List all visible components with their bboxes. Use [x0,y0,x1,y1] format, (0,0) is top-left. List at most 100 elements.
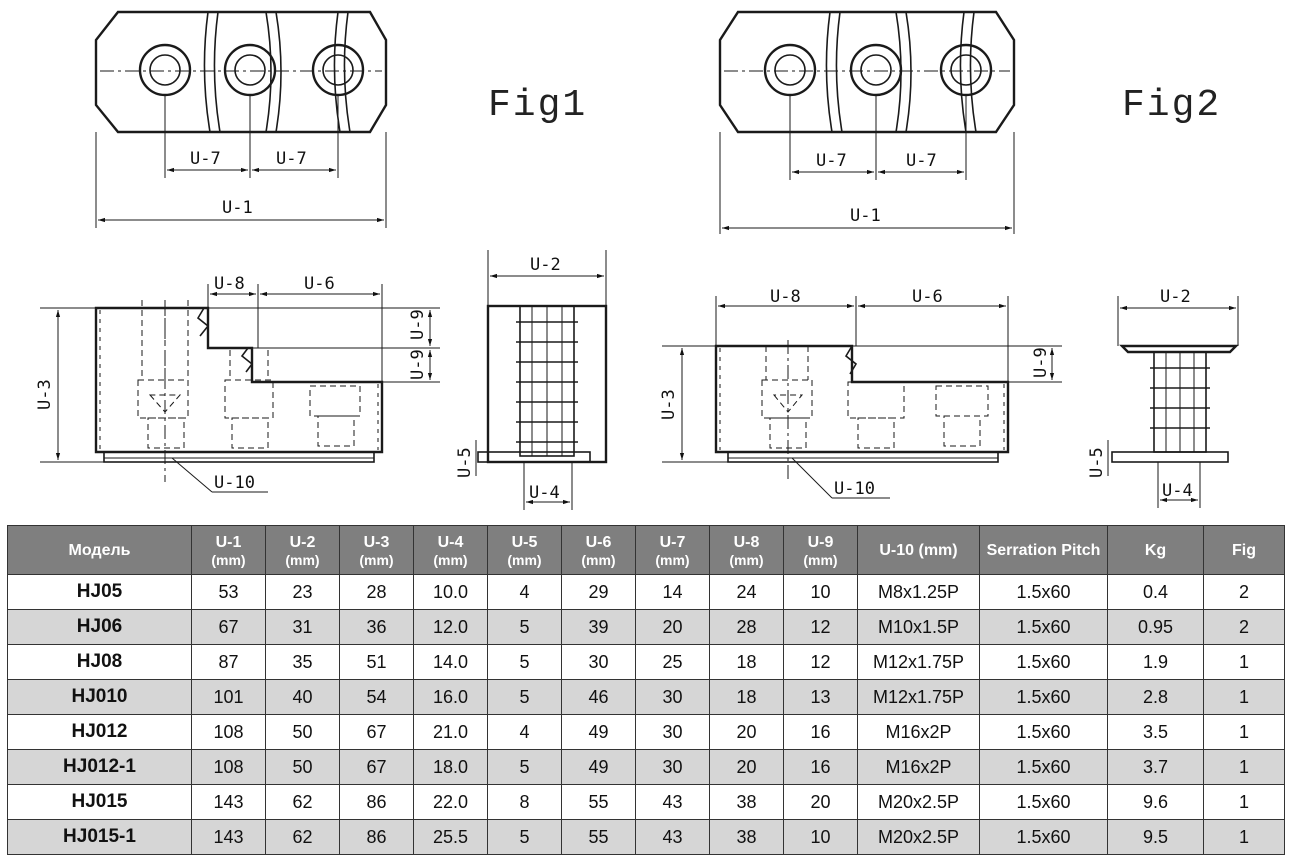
table-cell: 1 [1203,644,1285,680]
table-cell: M16x2P [857,749,980,785]
column-header: U-7(mm) [635,525,710,575]
dim-u10-fig2: U-10 [834,479,875,499]
table-cell: 35 [265,644,340,680]
table-cell: M20x2.5P [857,819,980,855]
table-cell: 101 [191,679,266,715]
dim-u7-left-fig2: U-7 [816,151,847,171]
table-cell: 40 [265,679,340,715]
table-cell: 10 [783,574,858,610]
column-header: U-4(mm) [413,525,488,575]
model-cell: HJ015 [7,784,192,820]
table-cell: 67 [339,714,414,750]
table-cell: 16.0 [413,679,488,715]
table-cell: 39 [561,609,636,645]
table-cell: 12.0 [413,609,488,645]
dim-u6: U-6 [304,274,335,294]
table-cell: 1.5x60 [979,609,1108,645]
table-cell: 38 [709,784,784,820]
table-cell: 3.5 [1107,714,1204,750]
dim-u1: U-1 [222,198,253,218]
table-cell: 5 [487,819,562,855]
table-cell: M16x2P [857,714,980,750]
table-cell: 16 [783,749,858,785]
dim-u10: U-10 [214,473,255,493]
table-cell: 143 [191,819,266,855]
table-cell: 1 [1203,714,1285,750]
column-header: U-5(mm) [487,525,562,575]
table-cell: 18.0 [413,749,488,785]
dim-u5-fig2: U-5 [1087,447,1107,478]
table-cell: 25 [635,644,710,680]
model-cell: HJ05 [7,574,192,610]
table-cell: 18 [709,679,784,715]
table-cell: 25.5 [413,819,488,855]
column-header-label: U-1 [215,533,242,551]
table-cell: 4 [487,574,562,610]
column-header-unit: (mm) [359,551,394,568]
dim-u8: U-8 [214,274,245,294]
fig2-top-view: U-7 U-7 U-1 [718,10,1016,234]
table-cell: 8 [487,784,562,820]
column-header: U-10 (mm) [857,525,980,575]
table-cell: 1 [1203,819,1285,855]
fig1-side-view: U-2 U-4 U-5 [455,250,608,510]
table-cell: 12 [783,609,858,645]
fig1-top-view: U-7 U-7 U-1 [94,10,388,228]
table-cell: 24 [709,574,784,610]
column-header: U-8(mm) [709,525,784,575]
column-header-label: Serration Pitch [986,541,1101,559]
table-cell: M12x1.75P [857,679,980,715]
table-cell: 31 [265,609,340,645]
table-cell: 62 [265,819,340,855]
column-header-label: U-3 [363,533,390,551]
table-cell: 30 [635,749,710,785]
column-header: U-6(mm) [561,525,636,575]
table-cell: 108 [191,714,266,750]
fig1-front-view: U-3 U-8 U-6 U-9 U-9 U-10 [35,274,440,493]
table-cell: M20x2.5P [857,784,980,820]
column-header-label: Kg [1144,541,1167,559]
table-cell: 14 [635,574,710,610]
column-header-unit: (mm) [655,551,690,568]
table-cell: 1.5x60 [979,679,1108,715]
table-cell: 62 [265,784,340,820]
table-cell: 54 [339,679,414,715]
table-cell: 1.9 [1107,644,1204,680]
table-cell: 50 [265,749,340,785]
table-cell: 29 [561,574,636,610]
table-cell: 22.0 [413,784,488,820]
table-cell: M8x1.25P [857,574,980,610]
column-header-label: Модель [68,541,131,559]
column-header-label: U-8 [733,533,760,551]
table-cell: 12 [783,644,858,680]
table-cell: 143 [191,784,266,820]
column-header: Модель [7,525,192,575]
table-cell: 1.5x60 [979,644,1108,680]
table-cell: 18 [709,644,784,680]
fig1-label: Fig1 [488,84,587,127]
table-cell: 28 [709,609,784,645]
table-cell: 49 [561,749,636,785]
dim-u7-right: U-7 [276,149,307,169]
table-cell: 38 [709,819,784,855]
table-cell: M12x1.75P [857,644,980,680]
column-header-label: U-5 [511,533,538,551]
column-header-label: U-10 (mm) [879,541,958,559]
dim-u4: U-4 [529,483,560,503]
model-cell: HJ08 [7,644,192,680]
table-cell: 86 [339,784,414,820]
dim-u1-fig2: U-1 [850,206,881,226]
table-cell: 53 [191,574,266,610]
dim-u7-right-fig2: U-7 [906,151,937,171]
table-cell: 1.5x60 [979,749,1108,785]
table-cell: 20 [709,749,784,785]
table-cell: 46 [561,679,636,715]
dim-u4-fig2: U-4 [1162,481,1193,501]
dim-u9-fig2: U-9 [1031,347,1051,378]
table-cell: 5 [487,644,562,680]
